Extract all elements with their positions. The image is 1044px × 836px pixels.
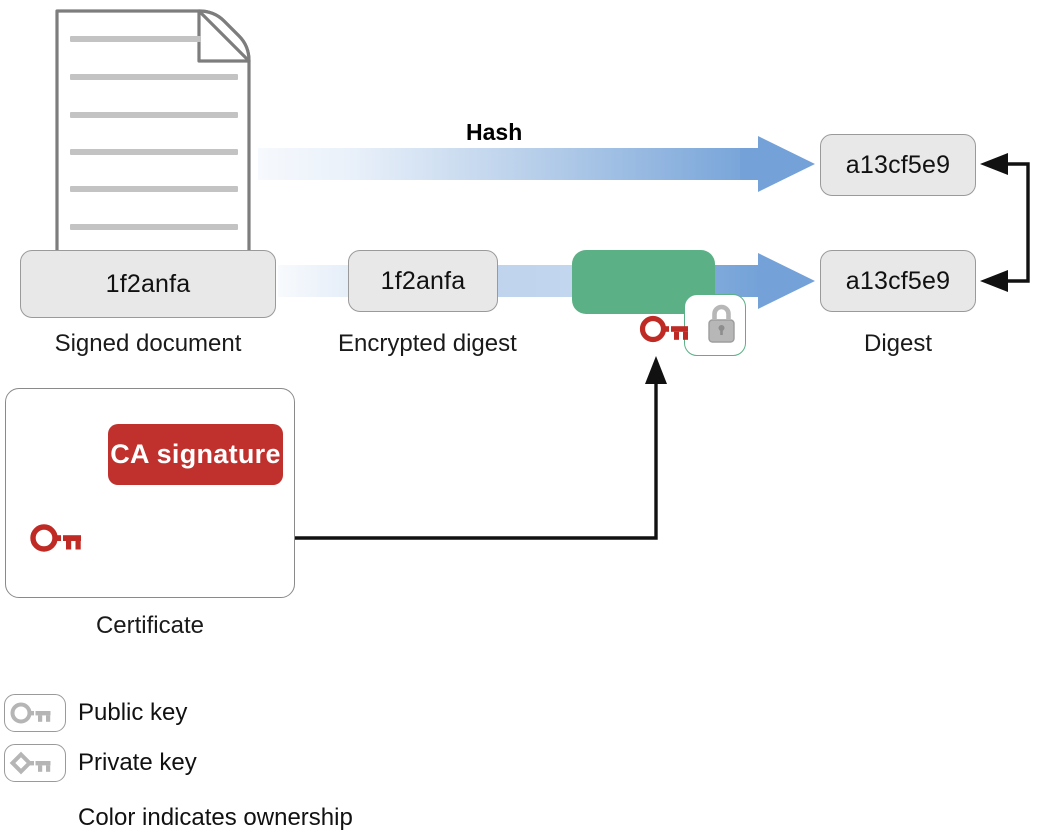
lock-icon bbox=[708, 304, 735, 343]
encrypted-digest-value: 1f2anfa bbox=[380, 266, 466, 295]
decrypt-key-badge[interactable] bbox=[684, 294, 746, 356]
document-text-lines bbox=[70, 36, 238, 230]
document-page-icon bbox=[55, 9, 251, 260]
certificate-caption: Certificate bbox=[95, 612, 205, 639]
legend-private-key-box bbox=[4, 744, 66, 782]
legend-public-key-box bbox=[4, 694, 66, 732]
signed-document-digest-box[interactable]: 1f2anfa bbox=[20, 250, 276, 318]
signed-document-digest-value: 1f2anfa bbox=[105, 269, 191, 298]
hash-label: Hash bbox=[466, 119, 523, 145]
encrypted-digest-box[interactable]: 1f2anfa bbox=[348, 250, 498, 312]
computed-digest-value: a13cf5e9 bbox=[845, 150, 951, 179]
legend-private-key-label: Private key bbox=[78, 749, 197, 776]
comparison-arrowheads bbox=[980, 153, 1008, 292]
private-key-icon bbox=[9, 751, 51, 775]
digest-comparison-bracket bbox=[996, 162, 1030, 283]
hash-arrow bbox=[258, 136, 815, 192]
decrypt-public-key-icon bbox=[639, 315, 688, 343]
decrypted-digest-value: a13cf5e9 bbox=[845, 266, 951, 295]
ca-signature-label: CA signature bbox=[110, 439, 281, 469]
legend-footnote: Color indicates ownership bbox=[78, 804, 353, 831]
public-key-icon bbox=[10, 702, 51, 724]
certificate-box[interactable] bbox=[5, 388, 295, 598]
computed-digest-box[interactable]: a13cf5e9 bbox=[820, 134, 976, 196]
certificate-public-key-icon bbox=[30, 524, 81, 552]
signed-document-caption: Signed document bbox=[54, 330, 242, 357]
digest-caption: Digest bbox=[863, 330, 933, 357]
encrypted-digest-caption: Encrypted digest bbox=[338, 330, 517, 357]
legend-public-key-label: Public key bbox=[78, 699, 188, 726]
decrypted-digest-box[interactable]: a13cf5e9 bbox=[820, 250, 976, 312]
ca-signature-badge[interactable]: CA signature bbox=[108, 424, 283, 485]
